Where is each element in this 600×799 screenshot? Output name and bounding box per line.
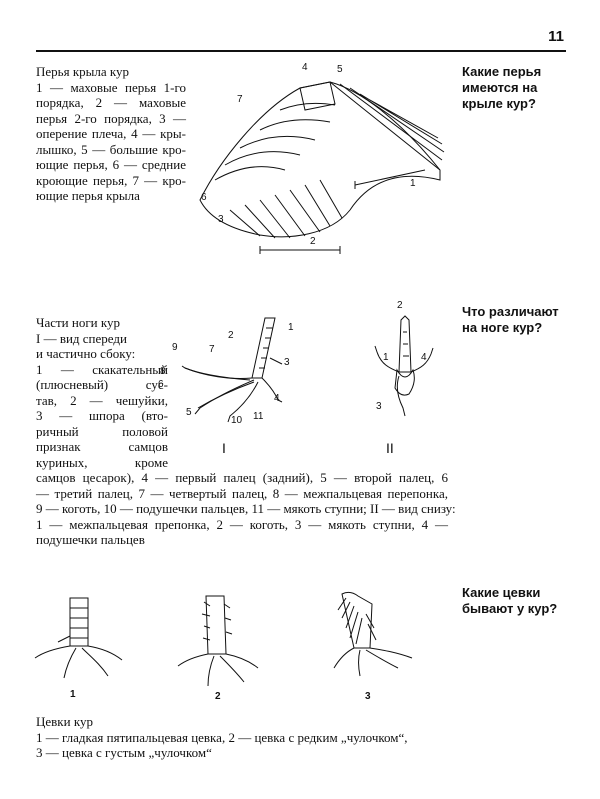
- wing-label: 3: [218, 214, 224, 225]
- question-line: Какие перья: [462, 64, 582, 80]
- caption-line: ющие перья крыла: [36, 188, 186, 204]
- shanks-caption: Цевки кур 1 — гладкая пятипальцевая цевк…: [36, 714, 456, 761]
- wing-label: 7: [237, 94, 243, 105]
- question-line: бывают у кур?: [462, 601, 582, 617]
- caption-line: оперение плеча, 4 — кры-: [36, 126, 186, 142]
- leg-bottom-label: 1: [383, 352, 389, 363]
- leg-front-label: 2: [228, 330, 234, 341]
- caption-line: ющие перья, 6 — средние: [36, 157, 186, 173]
- caption-line: 9 — коготь, 10 — подушечки пальцев, 11 —…: [36, 501, 448, 517]
- question-line: имеются на: [462, 80, 582, 96]
- question-leg: Что различают на ноге кур?: [462, 304, 582, 336]
- leg-bottom-label: 4: [421, 352, 427, 363]
- leg-bottom-view: [365, 312, 445, 432]
- shank-figure-label: 2: [215, 691, 221, 702]
- question-shanks: Какие цевки бывают у кур?: [462, 585, 582, 617]
- leg-front-label: 7: [209, 344, 215, 355]
- question-wing: Какие перья имеются на крыле кур?: [462, 64, 582, 112]
- caption-line: кроющие перья, 7 — кро-: [36, 173, 186, 189]
- caption-line: ричный половой: [36, 424, 168, 440]
- caption-line: 1 — межпальцевая препонка, 2 — коготь, 3…: [36, 517, 448, 533]
- leg-caption-continued: самцов цесарок), 4 — первый палец (задни…: [36, 470, 448, 548]
- caption-line: 3 — цевка с густым „чулочком“: [36, 745, 456, 761]
- shank-figure-label: 1: [70, 689, 76, 700]
- header-rule: [36, 50, 566, 52]
- caption-line: 1 — гладкая пятипальцевая цевка, 2 — цев…: [36, 730, 456, 746]
- caption-line: 1 — маховые перья 1-го: [36, 80, 186, 96]
- leg-bottom-label: 2: [397, 300, 403, 311]
- caption-line: (плюсневый) сус-: [36, 377, 168, 393]
- caption-title: Перья крыла кур: [36, 64, 186, 80]
- wing-label: 4: [302, 62, 308, 73]
- view-label: II: [386, 440, 394, 456]
- leg-front-label: 3: [284, 357, 290, 368]
- caption-line: лышко, 5 — большие кро-: [36, 142, 186, 158]
- leg-front-label: 11: [253, 411, 263, 422]
- question-line: на ноге кур?: [462, 320, 582, 336]
- caption-line: I — вид спереди: [36, 331, 168, 347]
- caption-line: и частично сбоку:: [36, 346, 168, 362]
- wing-label: 2: [310, 236, 316, 247]
- wing-label: 6: [201, 192, 207, 203]
- shank-sparse-stocking-illustration: [170, 594, 270, 694]
- leg-front-label: 1: [288, 322, 294, 333]
- caption-line: признак самцов: [36, 439, 168, 455]
- wing-label: 5: [337, 64, 343, 75]
- caption-line: порядка, 2 — маховые: [36, 95, 186, 111]
- caption-line: самцов цесарок), 4 — первый палец (задни…: [36, 470, 448, 486]
- leg-front-label: 6: [158, 379, 164, 390]
- leg-front-label: 9: [172, 342, 178, 353]
- shank-dense-stocking-illustration: [320, 588, 430, 683]
- question-line: крыле кур?: [462, 96, 582, 112]
- caption-line: подушечки пальцев: [36, 532, 448, 548]
- caption-line: куриных, кроме: [36, 455, 168, 471]
- question-line: Что различают: [462, 304, 582, 320]
- leg-bottom-label: 3: [376, 401, 382, 412]
- caption-line: 3 — шпора (вто-: [36, 408, 168, 424]
- leg-front-label: 5: [186, 407, 192, 418]
- leg-front-label: 8: [160, 366, 166, 377]
- wing-label: 1: [410, 178, 416, 189]
- leg-caption: Части ноги кур I — вид спереди и частичн…: [36, 315, 168, 470]
- caption-line: перья 2-го порядка, 3 —: [36, 111, 186, 127]
- wing-caption: Перья крыла кур 1 — маховые перья 1-го п…: [36, 64, 186, 204]
- caption-title: Части ноги кур: [36, 315, 168, 331]
- shank-smooth-illustration: [30, 596, 130, 686]
- caption-line: тав, 2 — чешуйки,: [36, 393, 168, 409]
- shank-figure-label: 3: [365, 691, 371, 702]
- caption-line: 1 — скакательный: [36, 362, 168, 378]
- caption-title: Цевки кур: [36, 714, 456, 730]
- leg-front-label: 4: [274, 393, 280, 404]
- page-number: 11: [548, 28, 564, 45]
- wing-illustration: [190, 60, 460, 260]
- caption-line: — третий палец, 7 — четвертый палец, 8 —…: [36, 486, 448, 502]
- view-label: I: [222, 440, 226, 456]
- question-line: Какие цевки: [462, 585, 582, 601]
- leg-front-label: 10: [231, 415, 242, 426]
